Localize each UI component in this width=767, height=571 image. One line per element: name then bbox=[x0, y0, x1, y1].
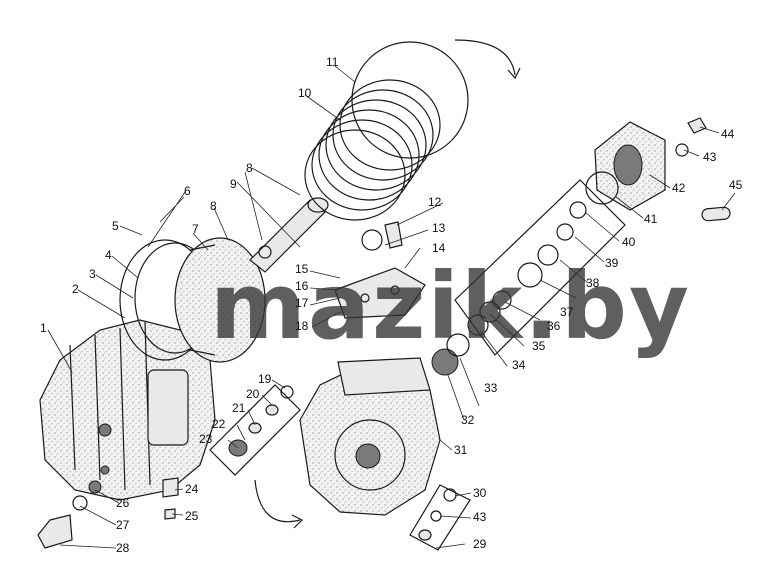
callout-35: 35 bbox=[532, 339, 546, 353]
callout-23: 23 bbox=[199, 432, 213, 446]
callout-7: 7 bbox=[192, 222, 199, 236]
callout-36: 36 bbox=[547, 319, 561, 333]
callout-24: 24 bbox=[185, 482, 199, 496]
callout-31: 31 bbox=[454, 443, 468, 457]
callout-13: 13 bbox=[432, 221, 446, 235]
callout-37: 37 bbox=[560, 305, 574, 319]
callout-20: 20 bbox=[246, 387, 260, 401]
callout-30: 30 bbox=[473, 486, 487, 500]
callout-42: 42 bbox=[672, 181, 686, 195]
callout-14: 14 bbox=[432, 241, 446, 255]
callout-39: 39 bbox=[605, 256, 619, 270]
large-ring bbox=[351, 39, 521, 159]
callout-10: 10 bbox=[298, 86, 312, 100]
callout-28: 28 bbox=[116, 541, 130, 555]
watermark: mazik.by bbox=[210, 253, 691, 360]
small-parts-left bbox=[37, 384, 301, 549]
front-cover-part-31 bbox=[254, 357, 441, 529]
callout-8b: 8 bbox=[246, 161, 253, 175]
rotor-assembly bbox=[119, 237, 266, 363]
callout-33: 33 bbox=[484, 381, 498, 395]
bolt-part-44 bbox=[675, 117, 707, 157]
callout-45: 45 bbox=[729, 178, 743, 192]
callout-2: 2 bbox=[72, 282, 79, 296]
callout-40: 40 bbox=[622, 235, 636, 249]
callout-25: 25 bbox=[185, 509, 199, 523]
seal-stack bbox=[431, 179, 626, 376]
callout-44: 44 bbox=[721, 127, 735, 141]
callout-22: 22 bbox=[212, 417, 226, 431]
callout-21: 21 bbox=[232, 401, 246, 415]
callout-16: 16 bbox=[295, 279, 309, 293]
callout-5: 5 bbox=[112, 219, 119, 233]
callout-labels: 1 2 3 4 5 6 7 8 8 9 10 11 12 13 14 15 16… bbox=[40, 55, 743, 555]
callout-17: 17 bbox=[295, 296, 309, 310]
callout-18: 18 bbox=[295, 319, 309, 333]
spring-coil bbox=[304, 79, 441, 221]
callout-1: 1 bbox=[40, 321, 47, 335]
flange-part-42 bbox=[585, 121, 666, 211]
callout-29: 29 bbox=[473, 537, 487, 551]
callout-6: 6 bbox=[184, 184, 191, 198]
callout-19: 19 bbox=[258, 372, 272, 386]
callout-41: 41 bbox=[644, 212, 658, 226]
callout-4: 4 bbox=[105, 248, 112, 262]
callout-12: 12 bbox=[428, 195, 442, 209]
callout-27: 27 bbox=[116, 518, 130, 532]
callout-34: 34 bbox=[512, 358, 526, 372]
callout-26: 26 bbox=[116, 496, 130, 510]
callout-11: 11 bbox=[326, 55, 339, 69]
callout-43b: 43 bbox=[703, 150, 717, 164]
callout-8a: 8 bbox=[210, 199, 217, 213]
callout-38: 38 bbox=[586, 276, 600, 290]
callout-3: 3 bbox=[89, 267, 96, 281]
leader-lines bbox=[47, 65, 736, 549]
small-cover bbox=[334, 221, 426, 319]
callout-43a: 43 bbox=[473, 510, 487, 524]
housing-part-1 bbox=[39, 319, 216, 501]
callout-9: 9 bbox=[230, 177, 237, 191]
callout-15: 15 bbox=[295, 262, 309, 276]
callout-32: 32 bbox=[461, 413, 475, 427]
key-part-45 bbox=[701, 206, 731, 222]
